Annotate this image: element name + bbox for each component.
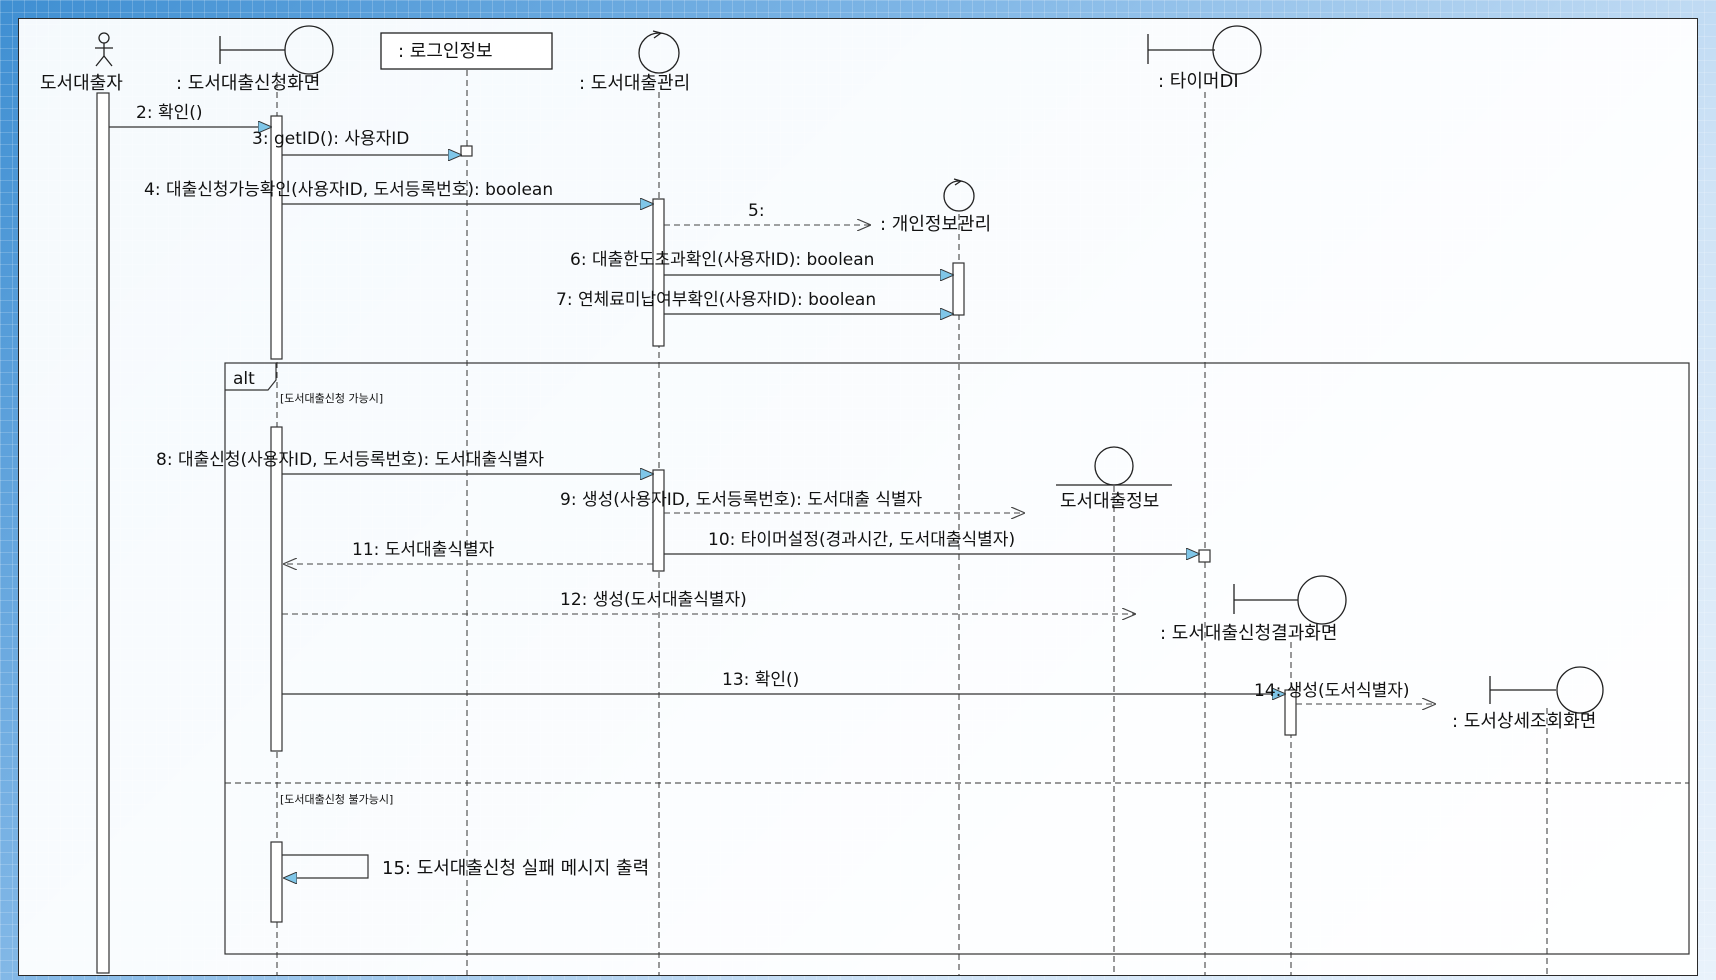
lifelines bbox=[276, 70, 1548, 975]
actor-icon bbox=[95, 32, 113, 67]
lifeline-personal-info-label: : 개인정보관리 bbox=[880, 214, 991, 235]
message-label-8: 8: 대출신청(사용자ID, 도서등록번호): 도서대출식별자 bbox=[156, 450, 544, 470]
message-label-2: 2: 확인() bbox=[136, 103, 203, 123]
message-label-13: 13: 확인() bbox=[722, 670, 799, 690]
alt-guard-2: [도서대출신청 불가능시] bbox=[280, 793, 393, 806]
alt-operator-label: alt bbox=[233, 369, 255, 389]
message-label-6: 6: 대출한도초과확인(사용자ID): boolean bbox=[570, 250, 874, 270]
lifeline-detail-screen-label: : 도서상세조회화면 bbox=[1452, 711, 1596, 732]
lifeline-loan-manager-label: : 도서대출관리 bbox=[579, 73, 690, 94]
lifeline-login-info-label: : 로그인정보 bbox=[398, 41, 493, 62]
control-icon bbox=[638, 30, 680, 74]
detail-screen-boundary-icon bbox=[1489, 666, 1604, 714]
timer-boundary-icon bbox=[1147, 25, 1262, 75]
lifeline-loan-info-label: 도서대출정보 bbox=[1060, 491, 1159, 512]
activation-bars bbox=[96, 92, 1297, 974]
message-label-15: 15: 도서대출신청 실패 메시지 출력 bbox=[382, 858, 649, 879]
message-label-5: 5: bbox=[748, 201, 765, 221]
lifeline-actor-label: 도서대출자 bbox=[40, 73, 123, 94]
message-arrow-15 bbox=[282, 854, 369, 878]
diagram-canvas bbox=[18, 18, 1698, 976]
alt-fragment-tab bbox=[225, 363, 277, 391]
login-info-box bbox=[380, 32, 553, 70]
message-label-9: 9: 생성(사용자ID, 도서등록번호): 도서대출 식별자 bbox=[560, 490, 923, 510]
lifeline-request-screen-label: : 도서대출신청화면 bbox=[176, 73, 320, 94]
entity-icon bbox=[1056, 446, 1172, 486]
alt-fragment bbox=[224, 362, 1690, 955]
lifeline-timer-label: : 타이머DI bbox=[1158, 71, 1239, 92]
message-label-4: 4: 대출신청가능확인(사용자ID, 도서등록번호): boolean bbox=[144, 180, 553, 200]
alt-guard-1: [도서대출신청 가능시] bbox=[280, 392, 383, 405]
message-label-11: 11: 도서대출식별자 bbox=[352, 540, 495, 560]
message-label-12: 12: 생성(도서대출식별자) bbox=[560, 590, 747, 610]
personal-info-control-icon bbox=[943, 178, 975, 212]
message-label-10: 10: 타이머설정(경과시간, 도서대출식별자) bbox=[708, 530, 1015, 550]
message-label-7: 7: 연체료미납여부확인(사용자ID): boolean bbox=[556, 290, 876, 310]
message-label-3: 3: getID(): 사용자ID bbox=[252, 129, 409, 149]
message-label-14: 14: 생성(도서식별자) bbox=[1254, 681, 1410, 701]
lifeline-result-screen-label: : 도서대출신청결과화면 bbox=[1160, 623, 1337, 644]
boundary-icon bbox=[219, 25, 334, 75]
result-screen-boundary-icon bbox=[1233, 575, 1347, 625]
